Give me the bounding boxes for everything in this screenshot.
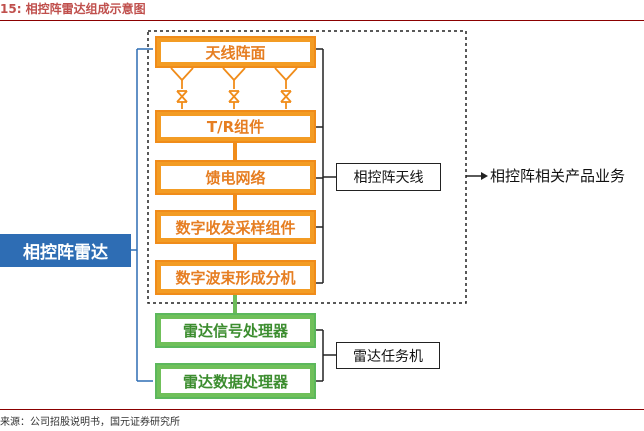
processor-box-signal: 雷达信号处理器 [155, 313, 316, 348]
task-computer-label: 雷达任务机 [336, 342, 440, 369]
module-label: 馈电网络 [161, 166, 310, 189]
module-box-antenna-array: 天线阵面 [155, 36, 316, 68]
processor-label: 雷达信号处理器 [161, 319, 310, 342]
phased-array-radar-box: 相控阵雷达 [0, 234, 131, 267]
module-box-digital-transceiver: 数字收发采样组件 [155, 210, 316, 244]
related-business-label: 相控阵相关产品业务 [490, 167, 626, 185]
antenna-element-icons [170, 67, 298, 109]
source-note: 来源：公司招股说明书，国元证券研究所 [0, 417, 180, 428]
bottom-divider [0, 409, 644, 410]
module-box-feed-network: 馈电网络 [155, 160, 316, 195]
figure-caption: 15: 相控阵雷达组成示意图 [0, 2, 146, 16]
module-box-digital-beamforming: 数字波束形成分机 [155, 260, 316, 295]
antenna-group-dashed-border [147, 30, 467, 304]
module-box-tr-component: T/R组件 [155, 110, 316, 143]
processor-box-data: 雷达数据处理器 [155, 363, 316, 399]
processor-label: 雷达数据处理器 [161, 369, 310, 393]
module-label: 数字波束形成分机 [161, 266, 310, 289]
module-label: 数字收发采样组件 [161, 216, 310, 238]
module-label: 天线阵面 [161, 42, 310, 62]
module-label: T/R组件 [161, 116, 310, 137]
top-divider [0, 20, 644, 21]
antenna-group-label: 相控阵天线 [336, 163, 441, 191]
